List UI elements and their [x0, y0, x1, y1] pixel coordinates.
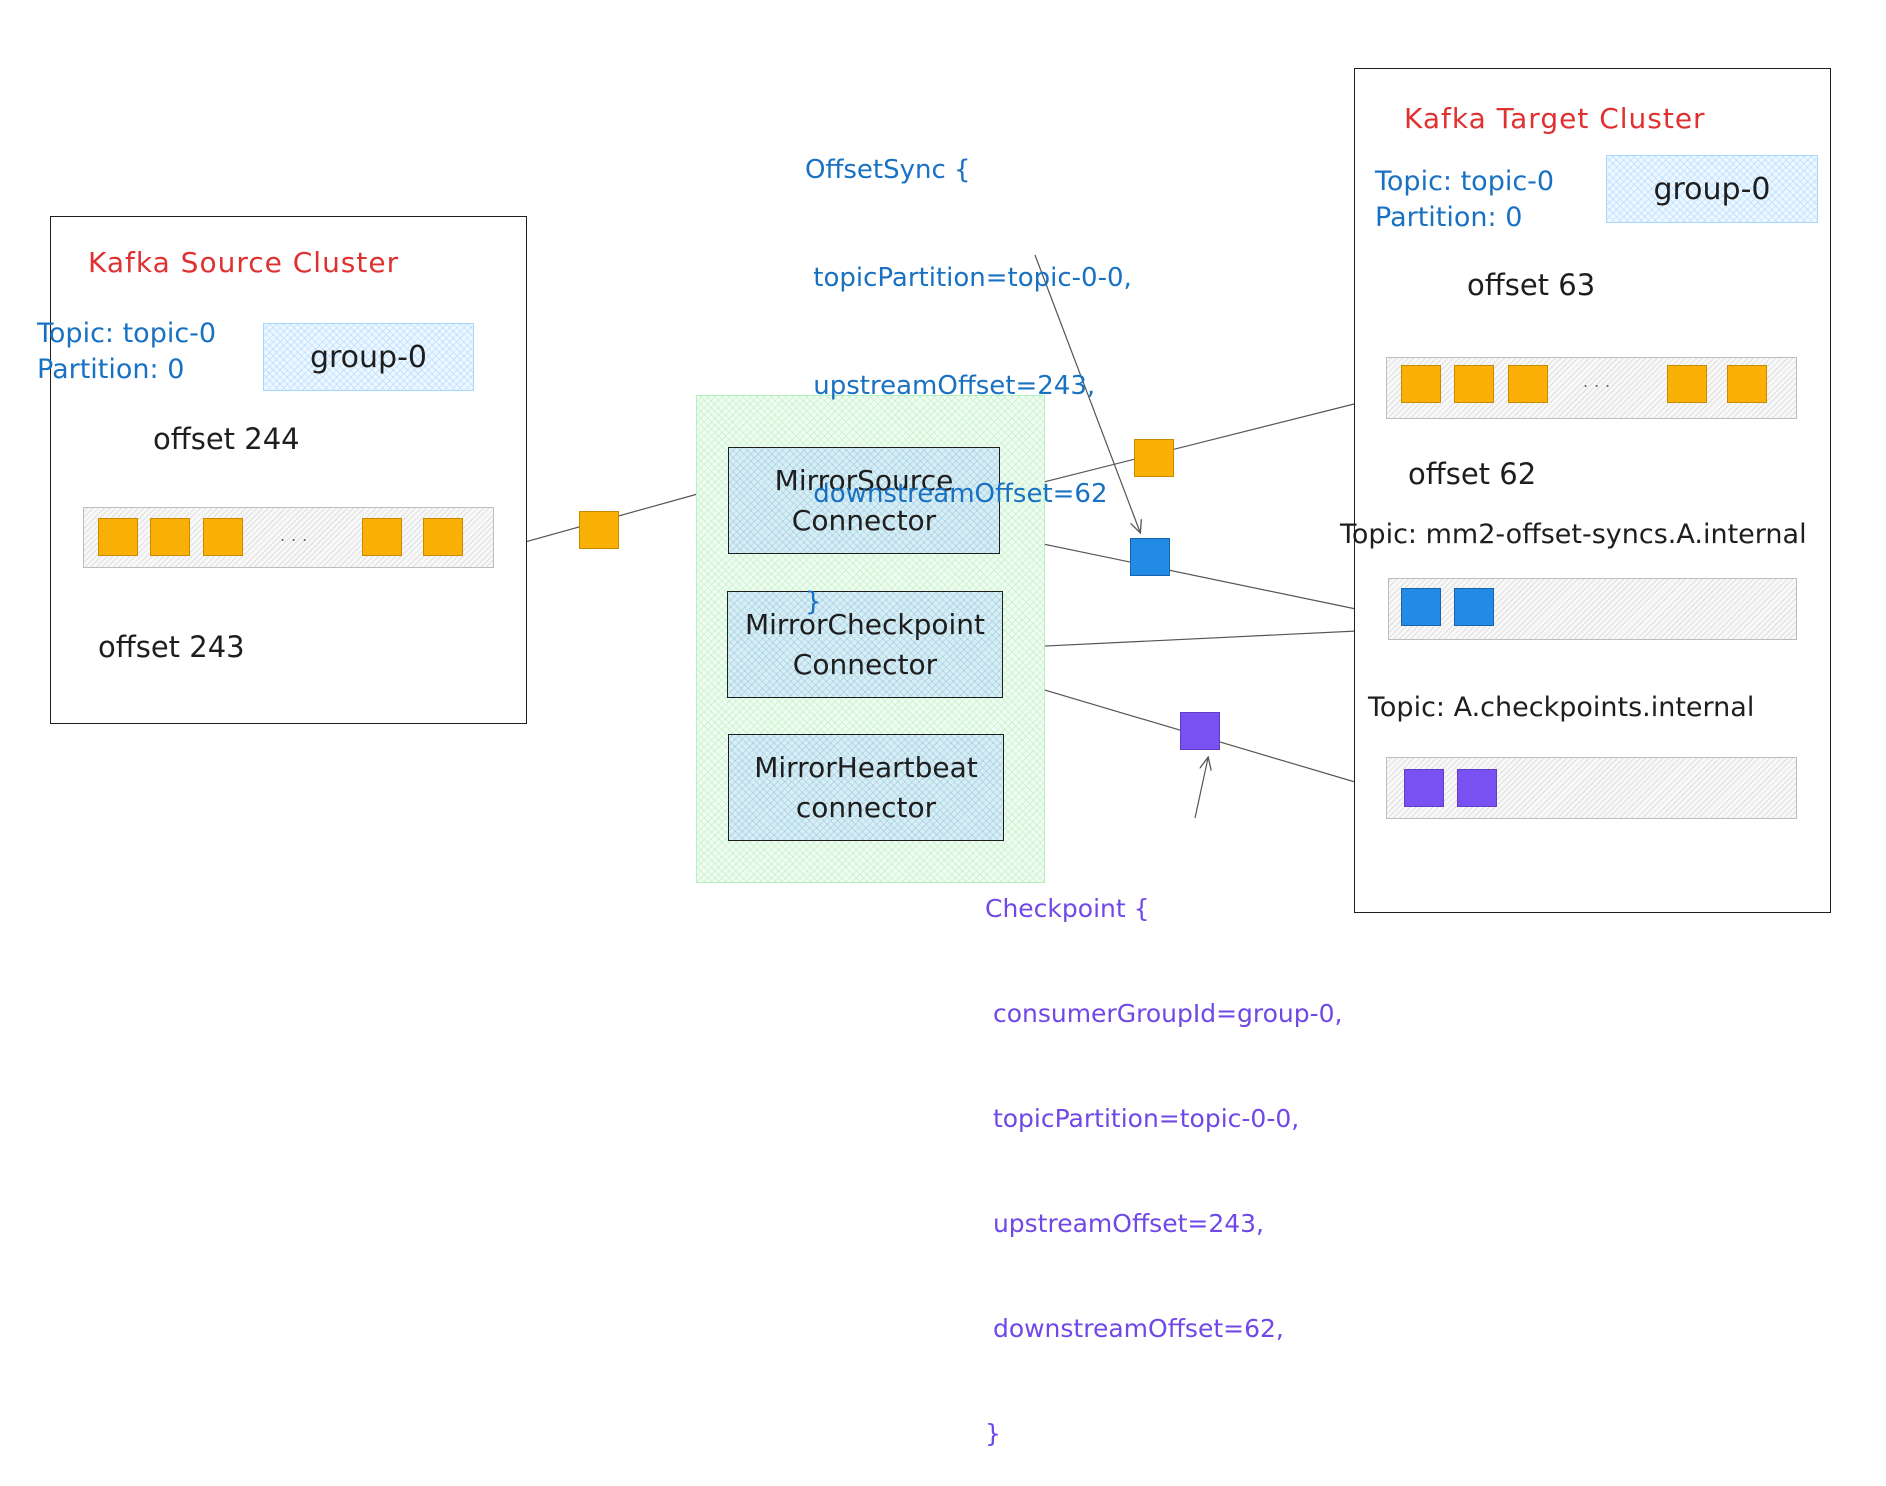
source-partition: ... — [83, 507, 494, 568]
source-partition-label: Partition: 0 — [37, 354, 185, 385]
target-offset-63-label: offset 63 — [1467, 268, 1596, 302]
source-offset-243-label: offset 243 — [98, 630, 245, 664]
offset-syncs-topic-label: Topic: mm2-offset-syncs.A.internal — [1340, 519, 1807, 550]
target-cluster-title: Kafka Target Cluster — [1404, 102, 1706, 135]
offset-syncs-partition — [1388, 578, 1797, 640]
checkpoint-annotation: Checkpoint { consumerGroupId=group-0, to… — [985, 821, 1343, 1486]
target-partition: ... — [1386, 357, 1797, 419]
mirror-source-connector-line1: MirrorSource — [774, 463, 954, 497]
mirror-heartbeat-connector-line2: connector — [795, 790, 937, 824]
source-cluster — [50, 216, 527, 724]
record-in-transit — [579, 511, 619, 549]
target-record — [1401, 365, 1441, 403]
mirror-checkpoint-connector: MirrorCheckpoint Connector — [727, 591, 1003, 698]
target-record — [1508, 365, 1548, 403]
source-consumer-group: group-0 — [263, 323, 474, 391]
target-consumer-group: group-0 — [1606, 155, 1818, 223]
mirror-heartbeat-connector: MirrorHeartbeat connector — [728, 734, 1004, 841]
offset-sync-record — [1454, 588, 1494, 626]
target-partition-label: Partition: 0 — [1375, 202, 1523, 233]
offset-sync-line: downstreamOffset=62 — [805, 479, 1108, 509]
mirror-source-connector: MirrorSource Connector — [728, 447, 1000, 554]
offset-sync-line: upstreamOffset=243, — [805, 371, 1096, 401]
offset-sync-annotation: OffsetSync { topicPartition=topic-0-0, u… — [805, 80, 1132, 656]
target-record — [1727, 365, 1767, 403]
source-topic-label: Topic: topic-0 — [37, 318, 217, 349]
target-offset-62-label: offset 62 — [1408, 457, 1537, 491]
checkpoint-line: consumerGroupId=group-0, — [985, 999, 1343, 1028]
target-group-label: group-0 — [1653, 171, 1771, 207]
checkpoint-record — [1404, 769, 1444, 807]
offset-sync-record — [1401, 588, 1441, 626]
target-topic-label: Topic: topic-0 — [1375, 166, 1555, 197]
source-record — [423, 518, 463, 556]
source-record — [203, 518, 243, 556]
target-partition-ellipsis: ... — [1583, 372, 1617, 391]
offset-sync-line: OffsetSync { — [805, 155, 971, 185]
offset-sync-line: topicPartition=topic-0-0, — [805, 263, 1132, 293]
source-record — [98, 518, 138, 556]
checkpoints-partition — [1386, 757, 1797, 819]
mirror-source-connector-line2: Connector — [791, 503, 937, 537]
offset-sync-message — [1130, 538, 1170, 576]
source-offset-244-label: offset 244 — [153, 422, 300, 456]
checkpoint-line: Checkpoint { — [985, 894, 1150, 923]
source-cluster-title: Kafka Source Cluster — [88, 246, 400, 279]
offset-sync-line: } — [805, 587, 822, 617]
checkpoints-topic-label: Topic: A.checkpoints.internal — [1368, 692, 1755, 723]
source-group-label: group-0 — [309, 339, 428, 375]
source-record — [150, 518, 190, 556]
target-record — [1667, 365, 1707, 403]
target-record — [1454, 365, 1494, 403]
checkpoint-message — [1180, 712, 1220, 750]
source-partition-ellipsis: ... — [280, 526, 314, 545]
checkpoint-line: topicPartition=topic-0-0, — [985, 1104, 1300, 1133]
checkpoint-line: } — [985, 1419, 1001, 1448]
checkpoint-line: upstreamOffset=243, — [985, 1209, 1264, 1238]
checkpoint-line: downstreamOffset=62, — [985, 1314, 1284, 1343]
mirror-heartbeat-connector-line1: MirrorHeartbeat — [754, 750, 978, 784]
source-record — [362, 518, 402, 556]
mirror-checkpoint-connector-line2: Connector — [792, 647, 938, 681]
mirror-checkpoint-connector-line1: MirrorCheckpoint — [744, 607, 986, 641]
arrow-checkpoint-label — [1194, 758, 1208, 819]
replicated-record-in-transit — [1134, 439, 1174, 477]
checkpoint-record — [1457, 769, 1497, 807]
